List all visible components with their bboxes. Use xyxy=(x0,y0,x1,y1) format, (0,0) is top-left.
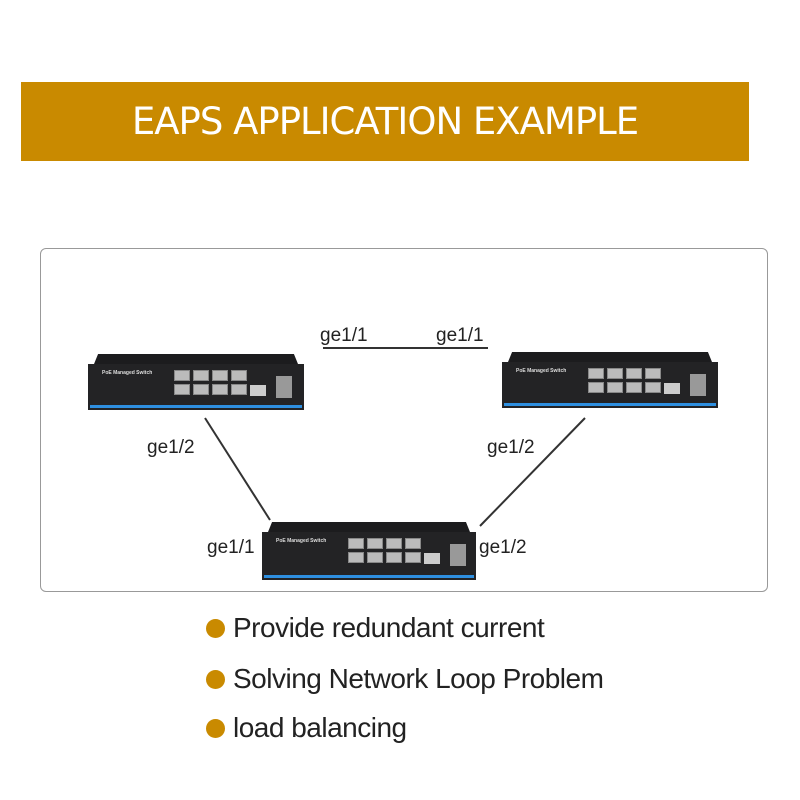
title-banner: EAPS APPLICATION EXAMPLE xyxy=(21,82,749,161)
switch-label: PoE Managed Switch xyxy=(102,370,153,376)
switch-label: PoE Managed Switch xyxy=(516,368,567,374)
port-label: ge1/1 xyxy=(320,325,368,346)
feature-item: Provide redundant current xyxy=(206,612,545,644)
bullet-icon xyxy=(206,718,225,738)
bullet-icon xyxy=(206,669,225,689)
bullet-icon xyxy=(206,618,225,638)
switch-label: PoE Managed Switch xyxy=(276,538,327,544)
port-label: ge1/1 xyxy=(207,537,255,558)
banner-title: EAPS APPLICATION EXAMPLE xyxy=(131,100,639,143)
port-label: ge1/1 xyxy=(436,325,484,346)
link-right xyxy=(479,417,586,527)
switch-right: PoE Managed Switch xyxy=(502,352,718,408)
diagram-frame xyxy=(40,248,768,592)
port-label: ge1/2 xyxy=(147,437,195,458)
port-label: ge1/2 xyxy=(479,537,527,558)
port-label: ge1/2 xyxy=(487,437,535,458)
feature-item: load balancing xyxy=(206,712,407,744)
switch-left: PoE Managed Switch xyxy=(88,354,304,410)
feature-item: Solving Network Loop Problem xyxy=(206,663,604,695)
switch-bottom: PoE Managed Switch xyxy=(262,522,476,580)
link-left xyxy=(204,417,271,521)
